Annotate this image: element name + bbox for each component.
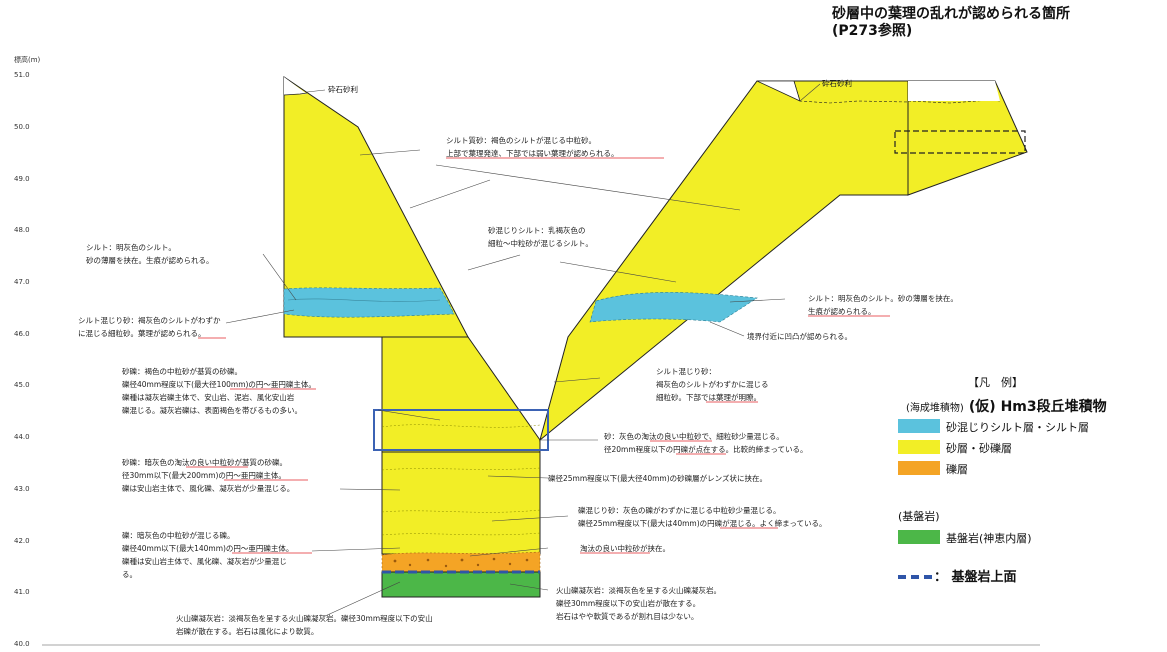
annotation-line: 岩礫が散在する。岩石は風化により軟質。 <box>176 626 318 636</box>
annotation-a13: 礫：暗灰色の中粒砂が混じる礫。 礫径40mm以下(最大140mm)の円～亜円礫主… <box>122 530 312 579</box>
left-upper-block <box>283 76 469 338</box>
ytick-49: 49.0 <box>14 175 30 183</box>
annotation-line: 生痕が認められる。 <box>808 306 876 316</box>
annotation-line: 径30mm以下(最大200mm)の円～亜円礫主体。 <box>122 470 286 480</box>
annotation-a14: 淘汰の良い中粒砂が挟在。 <box>580 543 670 554</box>
annotation-line: 淘汰の良い中粒砂が挟在。 <box>580 543 670 553</box>
annotation-line: 火山礫凝灰岩：淡褐灰色を呈する火山礫凝灰岩。礫径30mm程度以下の安山 <box>176 613 433 623</box>
ytick-48: 48.0 <box>14 226 30 234</box>
ytick-45: 45.0 <box>14 381 30 389</box>
label-left-gravel: 砕石砂利 <box>328 84 358 94</box>
annotation-line: に混じる細粒砂。葉理が認められる。 <box>78 328 206 338</box>
annotation-a10: 砂礫：暗灰色の淘汰の良い中粒砂が基質の砂礫。 径30mm以下(最大200mm)の… <box>122 457 308 493</box>
annotation-line: 礫は安山岩主体で、風化礫、凝灰岩が少量混じる。 <box>122 483 294 493</box>
right-diagonal-block <box>539 80 1028 442</box>
annotation-line: 礫径40mm以下(最大140mm)の円～亜円礫主体。 <box>122 543 293 553</box>
annotation-line: 礫：暗灰色の中粒砂が混じる礫。 <box>122 530 235 540</box>
ytick-41: 41.0 <box>14 588 30 596</box>
annotation-a11: 礫径25mm程度以下(最大径40mm)の砂礫層がレンズ状に挟在。 <box>548 473 767 483</box>
annotation-line: シルト混じり砂：褐灰色のシルトがわずか <box>78 315 221 325</box>
annotation-line: 細粒砂。下部では葉理が明瞭。 <box>656 392 761 402</box>
annotation-line: シルト：明灰色のシルト。 <box>86 242 176 252</box>
annotation-a7: 砂礫：褐色の中粒砂が基質の砂礫。 礫径40mm程度以下(最大径100mm)の円～… <box>122 366 316 415</box>
annotation-line: 礫径25mm程度以下(最大径40mm)の砂礫層がレンズ状に挟在。 <box>548 473 767 483</box>
annotation-line: シルト混じり砂： <box>656 366 716 376</box>
annotation-line: 礫径30mm程度以下の安山岩が散在する。 <box>556 598 700 608</box>
ytick-42: 42.0 <box>14 537 30 545</box>
label-right-gravel: 砕石砂利 <box>822 78 852 88</box>
annotation-a1: シルト質砂：褐色のシルトが混じる中粒砂。 上部で葉理発達、下部では弱い葉理が認め… <box>446 135 664 159</box>
ytick-47: 47.0 <box>14 278 30 286</box>
highlight-box <box>373 409 549 451</box>
annotation-line: 砂の薄層を挟在。生痕が認められる。 <box>86 255 214 265</box>
annotation-a12: 礫混じり砂：灰色の礫がわずかに混じる中粒砂少量混じる。 礫径25mm程度以下(最… <box>578 505 827 529</box>
annotation-a4: シルト混じり砂：褐灰色のシルトがわずか に混じる細粒砂。葉理が認められる。 <box>78 315 226 339</box>
ytick-40: 40.0 <box>14 640 30 648</box>
y-axis-ticks: 51.0 50.0 49.0 48.0 47.0 46.0 45.0 44.0 … <box>14 71 30 648</box>
annotation-a9: 砂：灰色の淘汰の良い中粒砂で、細粒砂少量混じる。 径20mm程度以下の円礫が点在… <box>604 431 807 455</box>
ytick-44: 44.0 <box>14 433 30 441</box>
annotation-line: 径20mm程度以下の円礫が点在する。比較的締まっている。 <box>604 444 807 454</box>
annotation-a15: 火山礫凝灰岩：淡褐灰色を呈する火山礫凝灰岩。 礫径30mm程度以下の安山岩が散在… <box>556 585 721 621</box>
leader-lines <box>225 83 821 618</box>
annotation-line: 境界付近に凹凸が認められる。 <box>747 331 852 341</box>
annotation-line: る。 <box>122 570 137 579</box>
center-block <box>381 336 541 598</box>
ytick-46: 46.0 <box>14 330 30 338</box>
laminae-disturbance-box <box>894 130 1026 154</box>
annotation-a6: 境界付近に凹凸が認められる。 <box>747 331 852 341</box>
annotation-a16: 火山礫凝灰岩：淡褐灰色を呈する火山礫凝灰岩。礫径30mm程度以下の安山 岩礫が散… <box>176 613 433 636</box>
annotation-line: 礫径25mm程度以下(最大は40mm)の円礫が混じる。よく締まっている。 <box>578 518 827 528</box>
laminae-note-ref: (P273参照) <box>832 23 913 39</box>
annotations: シルト質砂：褐色のシルトが混じる中粒砂。 上部で葉理発達、下部では弱い葉理が認め… <box>78 135 958 636</box>
annotation-a3: シルト：明灰色のシルト。 砂の薄層を挟在。生痕が認められる。 <box>86 242 214 265</box>
laminae-note-title: 砂層中の葉理の乱れが認められる箇所 <box>832 6 1070 22</box>
annotation-line: 褐灰色のシルトがわずかに混じる <box>656 379 769 389</box>
annotation-line: 礫径40mm程度以下(最大径100mm)の円～亜円礫主体。 <box>122 379 316 389</box>
annotation-a8: シルト混じり砂： 褐灰色のシルトがわずかに混じる 細粒砂。下部では葉理が明瞭。 <box>656 366 769 403</box>
annotation-line: シルト質砂：褐色のシルトが混じる中粒砂。 <box>446 135 596 145</box>
annotation-line: 細粒～中粒砂が混じるシルト。 <box>488 238 593 248</box>
ytick-43: 43.0 <box>14 485 30 493</box>
annotation-line: 砂礫：暗灰色の淘汰の良い中粒砂が基質の砂礫。 <box>122 457 287 467</box>
ytick-51: 51.0 <box>14 71 30 79</box>
annotation-line: 礫種は凝灰岩礫主体で、安山岩、泥岩、風化安山岩 <box>122 392 295 402</box>
annotation-line: シルト：明灰色のシルト。砂の薄層を挟在。 <box>808 293 958 303</box>
annotation-line: 砂礫：褐色の中粒砂が基質の砂礫。 <box>122 366 242 376</box>
laminae-note: 砂層中の葉理の乱れが認められる箇所 (P273参照) <box>832 6 1070 40</box>
annotation-line: 砂：灰色の淘汰の良い中粒砂で、細粒砂少量混じる。 <box>604 431 784 441</box>
annotation-line: 上部で葉理発達、下部では弱い葉理が認められる。 <box>446 148 619 158</box>
annotation-line: 礫種は安山岩主体で、風化礫、凝灰岩が少量混じ <box>122 556 287 566</box>
annotation-line: 火山礫凝灰岩：淡褐灰色を呈する火山礫凝灰岩。 <box>556 585 721 595</box>
annotation-line: 砂混じりシルト：乳褐灰色の <box>488 225 586 235</box>
annotation-line: 礫混じる。凝灰岩礫は、表面褐色を帯びるもの多い。 <box>122 405 302 415</box>
ytick-50: 50.0 <box>14 123 30 131</box>
annotation-a5: シルト：明灰色のシルト。砂の薄層を挟在。 生痕が認められる。 <box>808 293 958 317</box>
axis-ylabel: 標高(m) <box>14 55 41 64</box>
annotation-line: 礫混じり砂：灰色の礫がわずかに混じる中粒砂少量混じる。 <box>578 505 781 515</box>
annotation-line: 岩石はやや軟質であるが割れ目は少ない。 <box>556 611 698 621</box>
annotation-a2: 砂混じりシルト：乳褐灰色の 細粒～中粒砂が混じるシルト。 <box>488 225 593 248</box>
